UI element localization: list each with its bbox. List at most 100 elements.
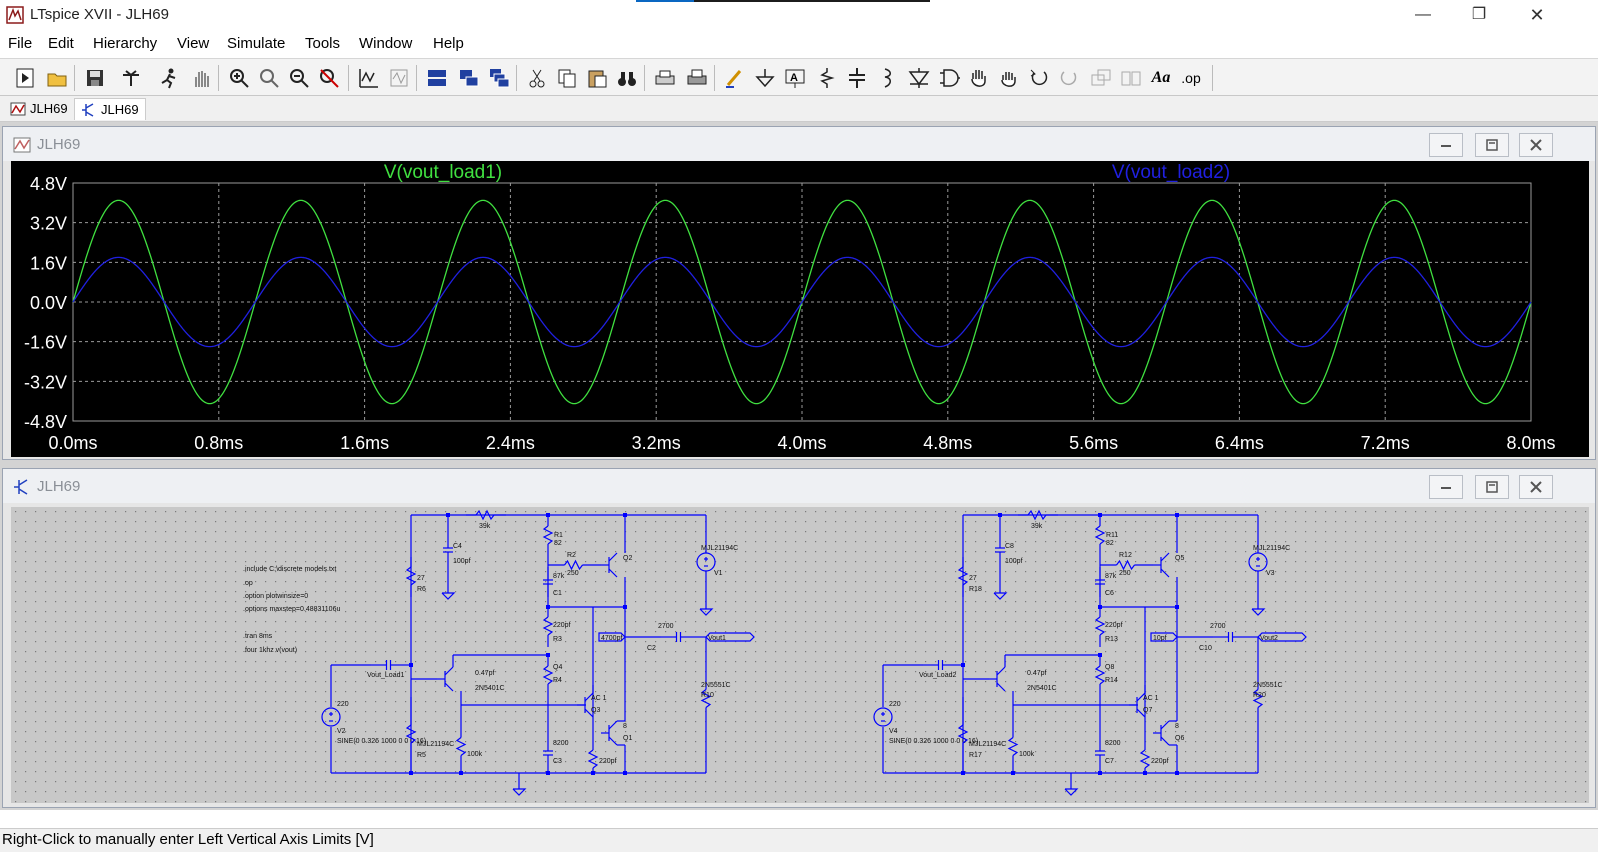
component-label[interactable]: 87k	[553, 573, 565, 580]
component-label[interactable]: 2N5401C	[1027, 685, 1057, 692]
x-tick-label[interactable]: 5.6ms	[1069, 433, 1118, 453]
component-label[interactable]: 220pf	[1151, 758, 1169, 765]
wire-icon[interactable]	[722, 65, 748, 91]
minimize-button[interactable]: —	[1415, 6, 1431, 23]
component-label[interactable]: R4	[553, 677, 562, 684]
halt-icon[interactable]	[188, 65, 214, 91]
plot-window-caption[interactable]: JLH69	[3, 127, 1595, 161]
x-tick-label[interactable]: 0.8ms	[194, 433, 243, 453]
component-label[interactable]: Q4	[553, 664, 562, 671]
spice-directives[interactable]: .include C:\discrete models.txt.op.optio…	[243, 566, 340, 654]
save-icon[interactable]	[82, 65, 108, 91]
x-tick-label[interactable]: 2.4ms	[486, 433, 535, 453]
component-label[interactable]: AC 1	[591, 695, 607, 702]
open-icon[interactable]	[44, 65, 70, 91]
x-tick-label[interactable]: 1.6ms	[340, 433, 389, 453]
menu-edit[interactable]: Edit	[48, 35, 74, 52]
component-label[interactable]: R2	[567, 552, 576, 559]
zoom-in-icon[interactable]	[226, 65, 252, 91]
undo-icon[interactable]	[1026, 65, 1052, 91]
y-tick-label[interactable]: 4.8V	[30, 174, 67, 194]
tile-horizontal-icon[interactable]	[424, 65, 450, 91]
autorange-icon[interactable]	[356, 65, 382, 91]
drag-icon[interactable]	[996, 65, 1022, 91]
component-label[interactable]: 250	[567, 570, 579, 577]
print-icon[interactable]	[684, 65, 710, 91]
component-label[interactable]: 87k	[1105, 573, 1117, 580]
x-tick-label[interactable]: 6.4ms	[1215, 433, 1264, 453]
view-waveform-icon[interactable]	[386, 65, 412, 91]
x-tick-label[interactable]: 7.2ms	[1361, 433, 1410, 453]
paste-icon[interactable]	[584, 65, 610, 91]
component-label[interactable]: SINE(0 0.326 1000 0 0 0 16)	[889, 738, 978, 745]
component-label[interactable]: R14	[1105, 677, 1118, 684]
inductor-icon[interactable]	[874, 65, 900, 91]
component-label[interactable]: Q8	[1105, 664, 1114, 671]
zoom-out-icon[interactable]	[286, 65, 312, 91]
component-label[interactable]: C6	[1105, 590, 1114, 597]
schematic-close-button[interactable]	[1519, 475, 1553, 499]
component-label[interactable]: 82	[1106, 540, 1114, 547]
component-label[interactable]: SINE(0 0.326 1000 0 0 0 16)	[337, 738, 426, 745]
component-label[interactable]: V4	[889, 728, 898, 735]
x-tick-label[interactable]: 8.0ms	[1506, 433, 1555, 453]
find-icon[interactable]	[614, 65, 640, 91]
schematic-minimize-button[interactable]	[1429, 475, 1463, 499]
component-label[interactable]: 2700	[658, 623, 674, 630]
component-label[interactable]: 2N5401C	[475, 685, 505, 692]
print-setup-icon[interactable]	[652, 65, 678, 91]
menu-simulate[interactable]: Simulate	[227, 35, 286, 52]
legend-label-1[interactable]: V(vout_load1)	[384, 162, 502, 183]
new-schematic-icon[interactable]	[12, 65, 38, 91]
component-label[interactable]: 0.47pf	[475, 670, 495, 677]
net-label[interactable]: Vout2	[1260, 635, 1278, 642]
series-line-2[interactable]	[72, 256, 1532, 348]
menu-hierarchy[interactable]: Hierarchy	[93, 35, 158, 52]
run-sim-icon[interactable]	[156, 65, 182, 91]
component-label[interactable]: 8	[1175, 723, 1179, 730]
component-label[interactable]: C3	[553, 758, 562, 765]
resistor-icon[interactable]	[814, 65, 840, 91]
cut-icon[interactable]	[524, 65, 550, 91]
component-label[interactable]: 27	[417, 575, 425, 582]
label-icon[interactable]: A	[782, 65, 808, 91]
schematic-window-caption[interactable]: JLH69	[3, 469, 1595, 503]
cascade-icon[interactable]	[486, 65, 512, 91]
x-tick-label[interactable]: 4.0ms	[777, 433, 826, 453]
component-label[interactable]: C4	[453, 543, 462, 550]
spice-directive[interactable]: .option plotwinsize=0	[243, 593, 308, 600]
tile-vertical-icon[interactable]	[456, 65, 482, 91]
component-label[interactable]: 8	[623, 723, 627, 730]
component-label[interactable]: C8	[1005, 543, 1014, 550]
component-label[interactable]: 2N5551C	[1253, 682, 1283, 689]
component-label[interactable]: 82	[554, 540, 562, 547]
restore-button[interactable]: ❐	[1471, 6, 1487, 23]
component-label[interactable]: C2	[647, 645, 656, 652]
component-label[interactable]: 8200	[1105, 740, 1121, 747]
component-label[interactable]: 100k	[1019, 751, 1035, 758]
component-label[interactable]: MJL21194C	[1253, 545, 1290, 552]
menu-help[interactable]: Help	[433, 35, 464, 52]
component-label[interactable]: C10	[1199, 645, 1212, 652]
x-tick-label[interactable]: 4.8ms	[923, 433, 972, 453]
menu-window[interactable]: Window	[359, 35, 413, 52]
tab-waveform[interactable]: JLH69	[4, 98, 74, 120]
schematic-canvas[interactable]: .include C:\discrete models.txt.op.optio…	[11, 507, 1589, 803]
component-label[interactable]: Q1	[623, 735, 632, 742]
component-label[interactable]: R11	[1106, 532, 1118, 539]
component-label[interactable]: 220	[889, 701, 901, 708]
component-label[interactable]: V1	[714, 570, 723, 577]
menu-file[interactable]: File	[8, 35, 33, 52]
spice-directive[interactable]: .op	[243, 580, 253, 587]
component-label[interactable]: 100pf	[1005, 558, 1023, 565]
component-label[interactable]: 39k	[479, 523, 491, 530]
component-label[interactable]: Q7	[1143, 707, 1152, 714]
menu-view[interactable]: View	[177, 35, 210, 52]
diode-icon[interactable]	[906, 65, 932, 91]
component-label[interactable]: MJL21194C	[701, 545, 738, 552]
component-label[interactable]: 220pf	[599, 758, 617, 765]
component-label[interactable]: R6	[417, 586, 426, 593]
rotate-icon[interactable]	[1088, 65, 1114, 91]
menu-tools[interactable]: Tools	[305, 35, 341, 52]
component-label[interactable]: 250	[1119, 570, 1131, 577]
